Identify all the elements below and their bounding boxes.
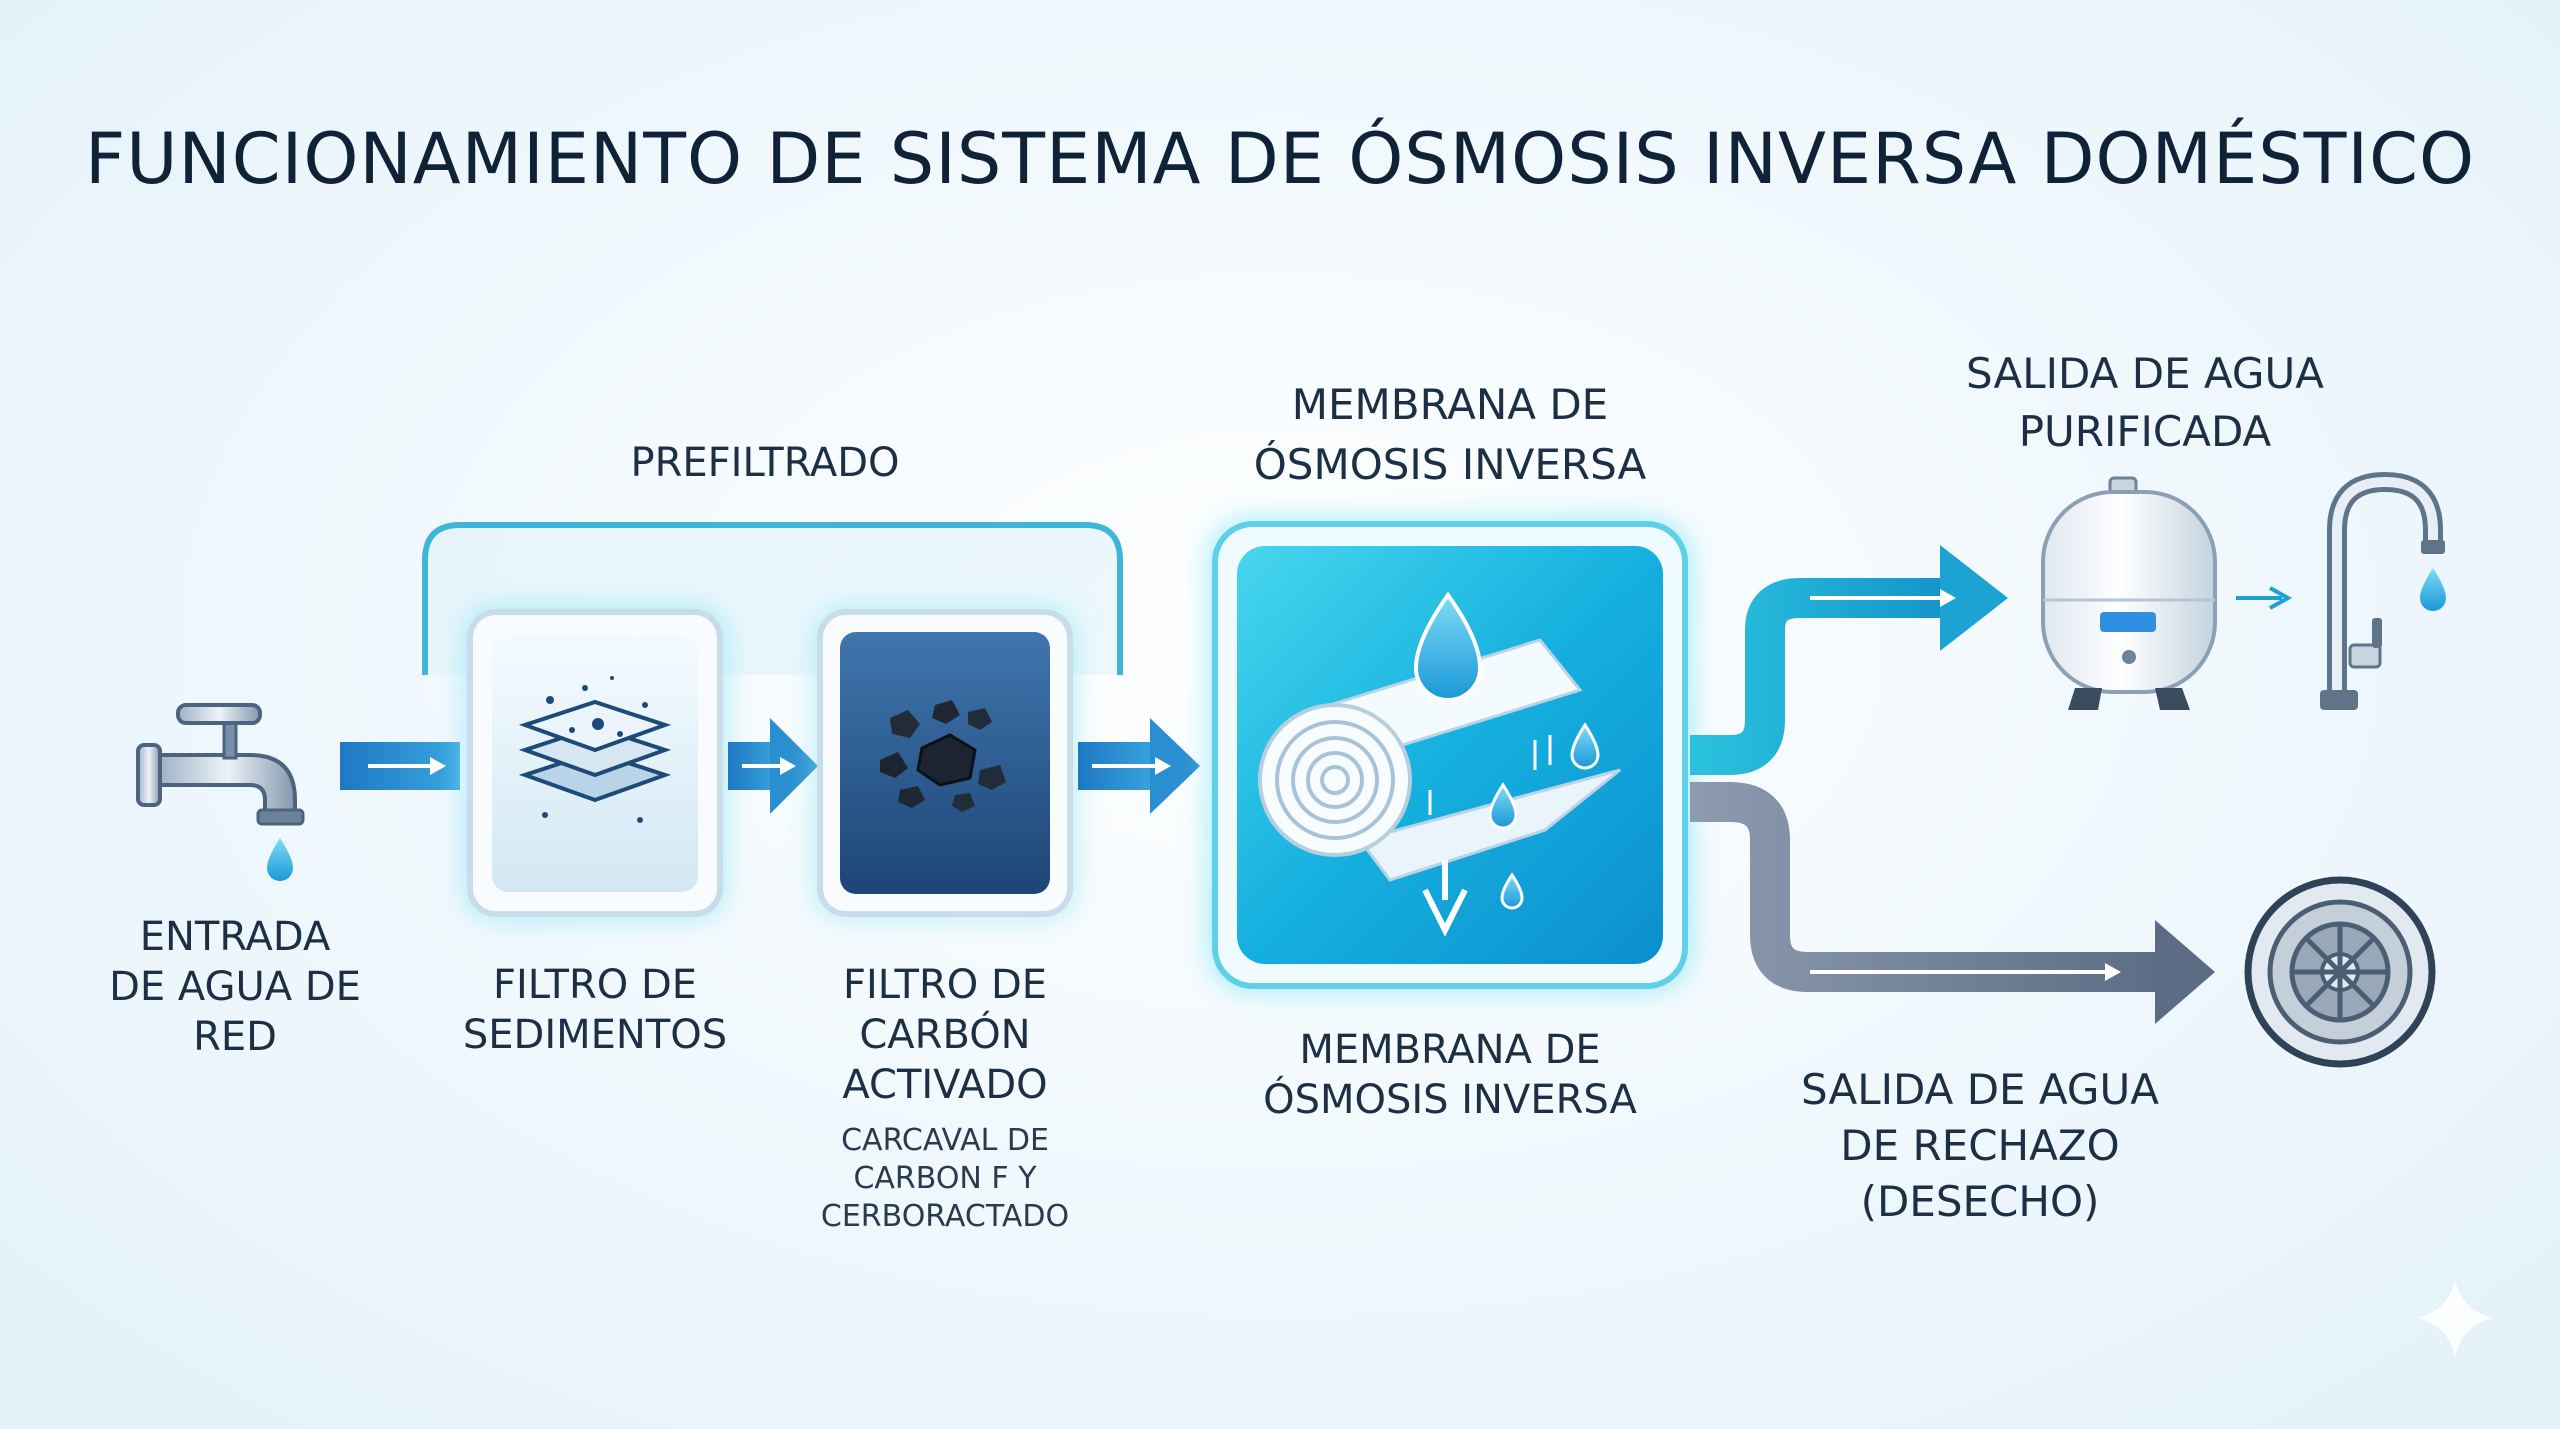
carbon-note-line: CARCAVAL DE — [841, 1123, 1049, 1158]
membrane-top-line: ÓSMOSIS INVERSA — [1253, 440, 1647, 489]
carbon-note-line: CERBORACTADO — [820, 1199, 1070, 1234]
storage-tank-icon — [2041, 476, 2217, 710]
sediment-layers-icon — [518, 676, 672, 823]
inlet-arrow — [340, 742, 460, 790]
inlet-label-line: DE AGUA DE — [109, 964, 361, 1010]
reject-label-line: DE RECHAZO — [1840, 1121, 2120, 1170]
carbon-to-membrane-arrow — [1078, 718, 1200, 814]
inlet-label: ENTRADA DE AGUA DE RED — [80, 912, 390, 1062]
purified-label-line: SALIDA DE AGUA — [1966, 349, 2324, 398]
carbon-label-line: FILTRO DE — [842, 962, 1048, 1008]
prefilter-label: PREFILTRADO — [630, 440, 900, 486]
sediment-label: FILTRO DE SEDIMENTOS — [440, 960, 750, 1060]
membrane-bottom-line: MEMBRANA DE — [1299, 1027, 1601, 1073]
carbon-note: CARCAVAL DE CARBON F Y CERBORACTADO — [790, 1122, 1100, 1236]
drain-icon — [2244, 876, 2436, 1068]
membrane-roll-icon — [1258, 591, 1621, 937]
reject-label: SALIDA DE AGUA DE RECHAZO (DESECHO) — [1740, 1062, 2220, 1230]
sediment-label-line: SEDIMENTOS — [462, 1012, 728, 1058]
page-title: FUNCIONAMIENTO DE SISTEMA DE ÓSMOSIS INV… — [84, 118, 2476, 200]
carbon-label-line: CARBÓN — [859, 1012, 1031, 1058]
membrane-box — [1210, 520, 1690, 990]
reject-water-pipe — [1690, 782, 2215, 1024]
membrane-bottom-label: MEMBRANA DE ÓSMOSIS INVERSA — [1190, 1025, 1710, 1125]
carbon-label-line: ACTIVADO — [842, 1062, 1048, 1108]
sediment-label-line: FILTRO DE — [492, 962, 698, 1008]
purified-label-line: PURIFICADA — [2018, 407, 2272, 456]
reject-label-line: SALIDA DE AGUA — [1801, 1065, 2159, 1114]
purified-water-pipe — [1690, 545, 2008, 775]
sediment-to-carbon-arrow — [728, 718, 818, 814]
kitchen-tap-icon — [2320, 471, 2446, 710]
faucet-icon — [136, 703, 305, 881]
inlet-label-line: ENTRADA — [139, 914, 331, 960]
membrane-top-label: MEMBRANA DE ÓSMOSIS INVERSA — [1190, 375, 1710, 495]
carbon-granules-icon — [880, 700, 1006, 812]
inlet-label-line: RED — [193, 1014, 277, 1060]
reject-label-line: (DESECHO) — [1860, 1177, 2100, 1226]
purified-label: SALIDA DE AGUA PURIFICADA — [1900, 345, 2390, 461]
sparkle-icon — [2418, 1280, 2492, 1356]
tank-to-tap-arrow — [2236, 586, 2293, 610]
membrane-bottom-line: ÓSMOSIS INVERSA — [1263, 1077, 1637, 1123]
carbon-label: FILTRO DE CARBÓN ACTIVADO — [790, 960, 1100, 1110]
carbon-note-line: CARBON F Y — [853, 1161, 1037, 1196]
membrane-top-line: MEMBRANA DE — [1291, 380, 1609, 429]
